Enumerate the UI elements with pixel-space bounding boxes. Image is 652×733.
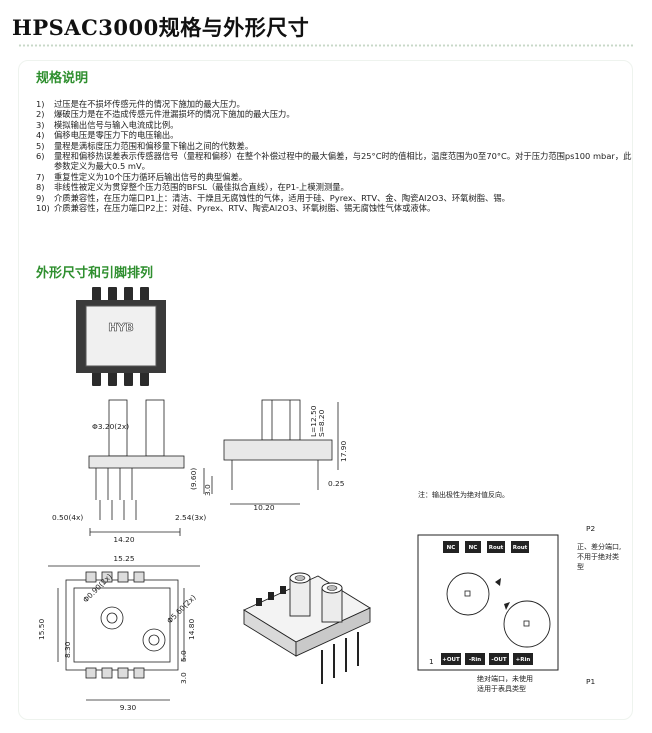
dim-thickness-025: 0.25 — [328, 479, 345, 488]
hyb-logo: HYB — [108, 321, 134, 334]
spec-note: 1) 过压是在不损坏传感元件的情况下施加的最大压力。 — [36, 99, 636, 109]
port-p2-circle — [446, 572, 490, 616]
pin-label: Rout — [489, 545, 504, 551]
p1-note-line: 适用于表具类型 — [477, 684, 526, 693]
arrow-icon — [504, 602, 510, 610]
spec-note: 7) 重复性定义为10个压力循环后输出信号的典型偏差。 — [36, 172, 636, 182]
dim-tube-diameter: Φ3.20(2x) — [92, 422, 129, 431]
package-side-view — [88, 399, 185, 536]
spec-notes-list: 1) 过压是在不损坏传感元件的情况下施加的最大压力。 2) 爆破压力是在不造成传感元… — [36, 99, 636, 213]
note-number: 1) — [36, 99, 45, 109]
dim-height-830: 8.30 — [63, 641, 72, 658]
note-number: 6) — [36, 151, 45, 162]
package-bottom-view — [48, 565, 200, 701]
dim-pin-width: 0.50(4x) — [52, 513, 83, 522]
spec-note: 6) 量程和偏移热误差表示传感器信号（量程和偏移）在整个补偿过程中的最大偏差，与2… — [36, 151, 636, 172]
note-text: 介质兼容性，在压力端口P1上：清洁、干燥且无腐蚀性的气体，适用于硅、Pyrex、… — [54, 192, 510, 203]
spec-note: 2) 爆破压力是在不造成传感元件泄漏损坏的情况下施加的最大压力。 — [36, 109, 636, 119]
note-number: 8) — [36, 182, 45, 193]
pin-label: +OUT — [442, 657, 460, 663]
pin-label: Rout — [513, 545, 528, 551]
dim-height-1550: 15.50 — [37, 619, 46, 640]
note-number: 10) — [36, 203, 50, 214]
note-text: 过压是在不损坏传感元件的情况下施加的最大压力。 — [54, 99, 245, 109]
top-pin-row: NC NC Rout Rout — [443, 541, 529, 553]
dim-height-30: 3.0 — [203, 484, 212, 496]
page-title: HPSAC3000规格与外形尺寸 — [12, 15, 310, 40]
pin-diagram: NC NC Rout Rout 1 +OUT -Rin -OUT +Rin — [417, 534, 559, 671]
spec-note: 8) 非线性被定义为贯穿整个压力范围的BFSL（最佳拟合直线），在P1-上模测测量… — [36, 182, 636, 192]
p2-note-line: 型 — [577, 562, 584, 571]
spec-section-heading: 规格说明 — [36, 71, 89, 86]
note-number: 2) — [36, 109, 45, 120]
spec-note: 4) 偏移电压是零压力下的电压输出。 — [36, 130, 636, 140]
dim-width-1020: 10.20 — [253, 503, 274, 512]
note-text: 量程是满标度压力范围和偏移量下输出之间的代数差。 — [54, 140, 254, 151]
pin-label: +Rin — [516, 657, 531, 663]
dim-height-960: (9.60) — [189, 468, 198, 490]
note-text: 量程和偏移热误差表示传感器信号（量程和偏移）在整个补偿过程中的最大偏差，与25°… — [54, 151, 632, 172]
note-number: 4) — [36, 130, 45, 141]
dim-height-30b: 3.0 — [179, 672, 188, 684]
dim-height-1790: 17.90 — [339, 441, 348, 462]
p2-note-line: 不用于绝对类 — [577, 552, 619, 561]
spec-note: 9) 介质兼容性，在压力端口P1上：清洁、干燥且无腐蚀性的气体，适用于硅、Pyre… — [36, 193, 636, 203]
pin-label: -Rin — [469, 657, 481, 663]
spec-note: 10) 介质兼容性，在压力端口P2上：对硅、Pyrex、RTV、陶瓷Al2O3、环… — [36, 203, 636, 213]
pin1-marker: 1 — [429, 657, 434, 666]
p1-label: P1 — [586, 677, 595, 686]
note-text: 介质兼容性，在压力端口P2上：对硅、Pyrex、RTV、陶瓷Al2O3、环氧树脂… — [54, 203, 436, 214]
dim-length-s: S=8.20 — [317, 409, 326, 437]
p2-note-line: 正、差分端口, — [577, 542, 621, 551]
p2-label: P2 — [586, 524, 595, 533]
note-text: 非线性被定义为贯穿整个压力范围的BFSL（最佳拟合直线），在P1-上模测测量。 — [54, 182, 349, 193]
pin-label: -OUT — [491, 657, 506, 663]
note-text: 模拟输出信号与输入电流成比例。 — [54, 119, 179, 130]
note-number: 7) — [36, 171, 45, 182]
note-number: 3) — [36, 119, 45, 130]
dim-width-1525: 15.25 — [113, 554, 134, 563]
port-p1-circle — [503, 600, 551, 648]
note-text: 偏移电压是零压力下的电压输出。 — [54, 130, 179, 141]
dim-pin-pitch: 2.54(3x) — [175, 513, 206, 522]
pin-label: NC — [447, 545, 456, 551]
note-number: 5) — [36, 140, 45, 151]
p1-note-line: 绝对端口，未使用 — [477, 674, 533, 683]
dotted-divider — [18, 44, 633, 47]
package-profile-view — [203, 399, 339, 505]
dim-length-l: L=12.50 — [309, 405, 318, 437]
package-3d-view — [243, 572, 371, 684]
spec-note: 3) 模拟输出信号与输入电流成比例。 — [36, 120, 636, 130]
dim-height-50: 5.0 — [179, 650, 188, 662]
content-frame — [18, 60, 633, 720]
output-polarity-note: 注：输出极性为绝对值反向。 — [418, 490, 509, 499]
dim-width-1420: 14.20 — [113, 535, 134, 544]
dim-width-930: 9.30 — [120, 703, 137, 712]
arrow-icon — [495, 578, 501, 586]
outline-section-heading: 外形尺寸和引脚排列 — [36, 266, 154, 281]
note-text: 爆破压力是在不造成传感元件泄漏损坏的情况下施加的最大压力。 — [54, 109, 295, 120]
bottom-pin-row: +OUT -Rin -OUT +Rin — [441, 653, 533, 665]
note-text: 重复性定义为10个压力循环后输出信号的典型偏差。 — [54, 171, 248, 182]
pin-label: NC — [469, 545, 478, 551]
dim-height-1480: 14.80 — [187, 619, 196, 640]
package-top-view: HYB — [76, 287, 166, 386]
note-number: 9) — [36, 192, 45, 203]
spec-note: 5) 量程是满标度压力范围和偏移量下输出之间的代数差。 — [36, 141, 636, 151]
